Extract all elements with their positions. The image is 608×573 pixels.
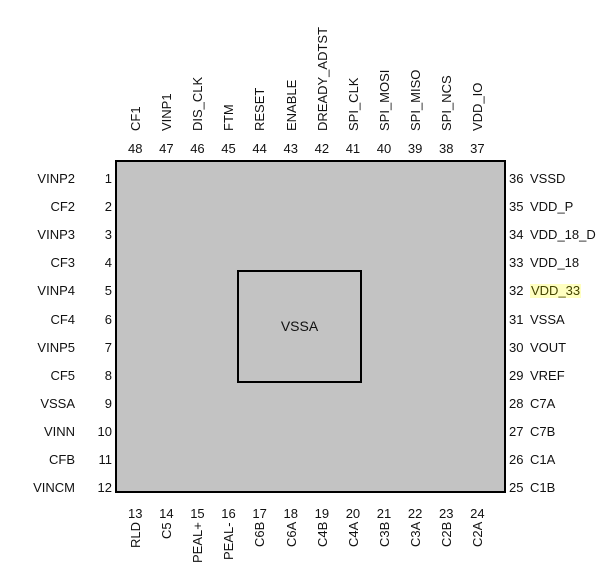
pin-number: 23 (439, 506, 454, 521)
pin-name: CF5 (50, 367, 75, 383)
pin-name: DIS_CLK (190, 76, 206, 131)
pin-name: VINP4 (37, 283, 75, 299)
pin-name: CF4 (50, 311, 75, 327)
pin-number: 48 (128, 141, 143, 156)
pin-name: VDD_18 (530, 255, 580, 271)
ic-package (115, 160, 506, 493)
pin-name: C3B (376, 522, 392, 548)
pin-name: ENABLE (283, 79, 299, 131)
pin-name: CFB (49, 452, 75, 467)
pin-number: 46 (190, 141, 205, 156)
pin-name: SPI_NCS (439, 75, 454, 131)
pin-number: 5 (104, 283, 112, 299)
pin-number: 24 (470, 506, 485, 521)
pin-name: VINP3 (37, 227, 75, 243)
pin-number: 22 (407, 506, 423, 521)
pin-number: 6 (104, 311, 112, 327)
pin-name: C4B (314, 522, 330, 548)
pin-number: 20 (345, 506, 361, 521)
pin-name: VDD_P (530, 199, 574, 215)
pin-name: SPI_CLK (345, 77, 361, 131)
pin-name: RLD (128, 522, 143, 549)
pin-name: VDD_18_D (530, 227, 596, 243)
pin-number: 28 (509, 395, 524, 411)
pin-name: C7A (530, 395, 556, 411)
exposed-pad: VSSA (237, 270, 362, 383)
pin-number: 12 (97, 480, 112, 496)
pin-number: 1 (104, 171, 112, 186)
pin-number: 11 (98, 452, 113, 467)
pin-number: 8 (104, 367, 112, 383)
pin-number: 16 (221, 506, 236, 521)
pin-number: 26 (509, 452, 524, 467)
pin-number: 14 (159, 506, 174, 521)
pin-name: C5 (159, 522, 175, 539)
pin-number: 13 (128, 506, 143, 521)
pin-name: C1B (530, 480, 556, 496)
pin-name: VINP5 (37, 339, 75, 355)
pin-number: 25 (509, 480, 524, 496)
pin-number: 27 (509, 423, 524, 439)
pin-number: 17 (252, 506, 267, 521)
pin-number: 19 (314, 506, 330, 521)
pin-name: VSSA (530, 311, 565, 327)
pin-number: 10 (97, 423, 112, 439)
pin-name: RESET (252, 87, 268, 131)
pin-name: C4A (345, 522, 361, 548)
pin-name: CF2 (50, 199, 75, 215)
pin-number: 42 (314, 141, 330, 156)
pin-name: C2A (470, 522, 486, 548)
pin-name: VSSD (530, 171, 566, 186)
pin-name: C6A (283, 522, 299, 548)
pin-number: 2 (104, 199, 112, 215)
pin-number: 37 (470, 141, 485, 156)
pin-name: C1A (530, 452, 556, 467)
pin-name: PEAL- (221, 522, 237, 560)
pin-number: 3 (104, 227, 112, 243)
pin-number: 18 (283, 506, 298, 521)
pin-name: C2B (439, 522, 454, 548)
pin-number: 35 (509, 199, 524, 215)
pin-name: DREADY_ADTST (314, 26, 330, 131)
pin-name: VDD_33 (530, 283, 582, 299)
pin-name: PEAL+ (190, 522, 206, 563)
pin-number: 29 (509, 367, 524, 383)
pin-number: 9 (104, 395, 112, 411)
pin-number: 38 (439, 141, 454, 156)
pin-number: 36 (509, 171, 524, 186)
pin-number: 30 (509, 339, 524, 355)
pin-number: 15 (190, 506, 205, 521)
pin-name: SPI_MISO (407, 69, 423, 131)
pin-number: 31 (509, 311, 524, 327)
pin-name: VINCM (33, 480, 75, 496)
pin-number: 4 (104, 255, 112, 271)
pin-number: 43 (283, 141, 298, 156)
pin-name: VREF (530, 367, 565, 383)
pin-name: VOUT (530, 339, 567, 355)
pin-number: 40 (376, 141, 392, 156)
pin-name: CF1 (128, 106, 143, 131)
pin-number: 39 (407, 141, 423, 156)
pin-name: VINP2 (37, 171, 75, 186)
pin-name: CF3 (50, 255, 75, 271)
pin-number: 33 (509, 255, 524, 271)
exposed-pad-label: VSSA (280, 318, 319, 334)
pin-name: VINP1 (159, 93, 175, 131)
pin-name: VINN (43, 423, 75, 439)
pin-name: C3A (407, 522, 423, 548)
pin-number: 44 (252, 141, 267, 156)
pin-number: 34 (509, 227, 524, 243)
pin-number: 47 (159, 141, 174, 156)
pin-name: C6B (252, 522, 268, 548)
pin-number: 32 (509, 283, 524, 299)
pin-number: 7 (104, 339, 112, 355)
pin-name: SPI_MOSI (376, 69, 392, 131)
pin-name: C7B (530, 423, 556, 439)
pin-name: VSSA (40, 395, 75, 411)
pin-number: 45 (221, 141, 236, 156)
pin-number: 41 (345, 141, 361, 156)
pin-number: 21 (376, 506, 392, 521)
pin-name: FTM (221, 104, 237, 131)
pin-name: VDD_IO (470, 82, 486, 131)
